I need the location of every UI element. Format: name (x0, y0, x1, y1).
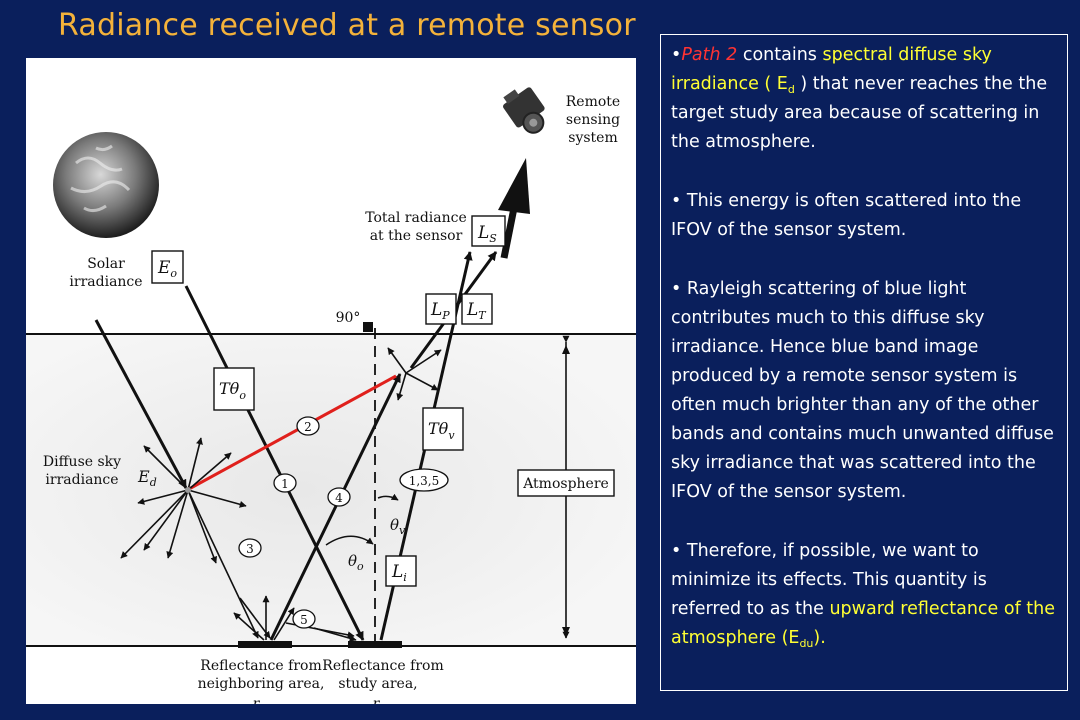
atmosphere-label-box (517, 469, 615, 497)
radiance-diagram: Atmosphere LS LP LT Li Eo Tθo Tθv Remote… (26, 58, 636, 704)
lt-box (461, 293, 493, 325)
remote-label-3: system (568, 130, 617, 146)
t-theta-v-label: Tθv (428, 419, 455, 442)
diffuse-sky-term: spectral diffuse sky irradiance (671, 45, 992, 94)
path-5-number: 5 (300, 613, 308, 627)
sun-texture (70, 144, 131, 213)
ray-neighbor-up (269, 373, 402, 641)
ray-solar-to-study (184, 285, 365, 641)
slide-title: Radiance received at a remote sensor (58, 8, 636, 43)
total-radiance-arrowhead (498, 158, 530, 214)
li-label: Li (391, 562, 407, 584)
refl-study-label-2: study area, (338, 676, 417, 692)
eo-box (151, 250, 184, 284)
li-box (385, 555, 417, 587)
refl-neighbor-label-2: neighboring area, (198, 676, 325, 692)
path-2-highlight (188, 374, 397, 491)
theta-v-arc (377, 493, 399, 501)
path-4-marker (327, 487, 351, 507)
path-2-number: 2 (304, 420, 312, 434)
atmosphere-label: Atmosphere (522, 476, 609, 492)
theta-v-label: θv (390, 516, 406, 537)
total-radiance-arrow (500, 207, 518, 259)
angle-90-label: 90° (336, 310, 361, 326)
atmospheric-scatter-arrows (387, 347, 442, 401)
theta-o-arc (325, 535, 374, 546)
t-theta-o-label: Tθo (219, 379, 246, 402)
t-theta-v-box (422, 407, 464, 451)
remote-label-2: sensing (566, 112, 620, 128)
solar-label-2: irradiance (69, 274, 142, 290)
theta-o-label: θo (348, 552, 364, 573)
explanation-panel: •Path 2 contains spectral diffuse sky ir… (660, 34, 1068, 691)
refl-neighbor-label-1: Reflectance from (200, 658, 321, 674)
paragraph-minimize: • Therefore, if possible, we want to min… (671, 541, 1056, 650)
solar-label-1: Solar (87, 256, 125, 272)
refl-study-label-3: r (373, 696, 381, 704)
total-radiance-label-2: at the sensor (370, 228, 463, 244)
ls-label: LS (477, 223, 497, 245)
diffuse-label-1: Diffuse sky (43, 454, 121, 470)
path-3-number: 3 (246, 542, 254, 556)
t-theta-o-box (213, 367, 255, 411)
refl-study-label-1: Reflectance from (322, 658, 443, 674)
diffuse-scatter-arrows (120, 437, 259, 639)
total-radiance-label-1: Total radiance (365, 210, 467, 226)
lp-label: LP (430, 300, 450, 322)
diffuse-scatter-point (185, 487, 191, 493)
path-3-marker (238, 538, 262, 558)
path-1-number: 1 (281, 477, 289, 491)
eo-label: Eo (157, 258, 177, 280)
diffuse-label-2: irradiance (45, 472, 118, 488)
paragraph-scattered-ifov: • This energy is often scattered into th… (671, 191, 1022, 240)
refl-neighbor-label-3: r (253, 696, 261, 704)
paragraph-path-2: •Path 2 contains spectral diffuse sky ir… (671, 45, 1048, 152)
ls-box (471, 215, 506, 247)
ray-solar-to-diffuse (94, 319, 188, 489)
path-2-marker (296, 416, 320, 436)
sun-icon (53, 132, 159, 238)
path-135-marker (399, 468, 449, 492)
camera-icon (503, 87, 545, 134)
upward-reflectance-term: upward reflectance of the atmosphere (E (671, 599, 1056, 648)
right-angle-marker (363, 322, 373, 332)
neighbor-area-surface (238, 641, 292, 648)
path-135-number: 1,3,5 (409, 474, 440, 488)
path-4-number: 4 (335, 491, 343, 505)
lt-label: LT (466, 300, 487, 322)
path-5-marker (292, 609, 316, 629)
path-2-emphasis: Path 2 (681, 45, 738, 65)
remote-label-1: Remote (566, 94, 620, 110)
study-area-surface (348, 641, 402, 648)
paragraph-rayleigh: • Rayleigh scattering of blue light cont… (671, 279, 1054, 502)
ed-label: Ed (137, 467, 157, 489)
lp-box (425, 293, 457, 325)
path-1-marker (273, 473, 297, 493)
